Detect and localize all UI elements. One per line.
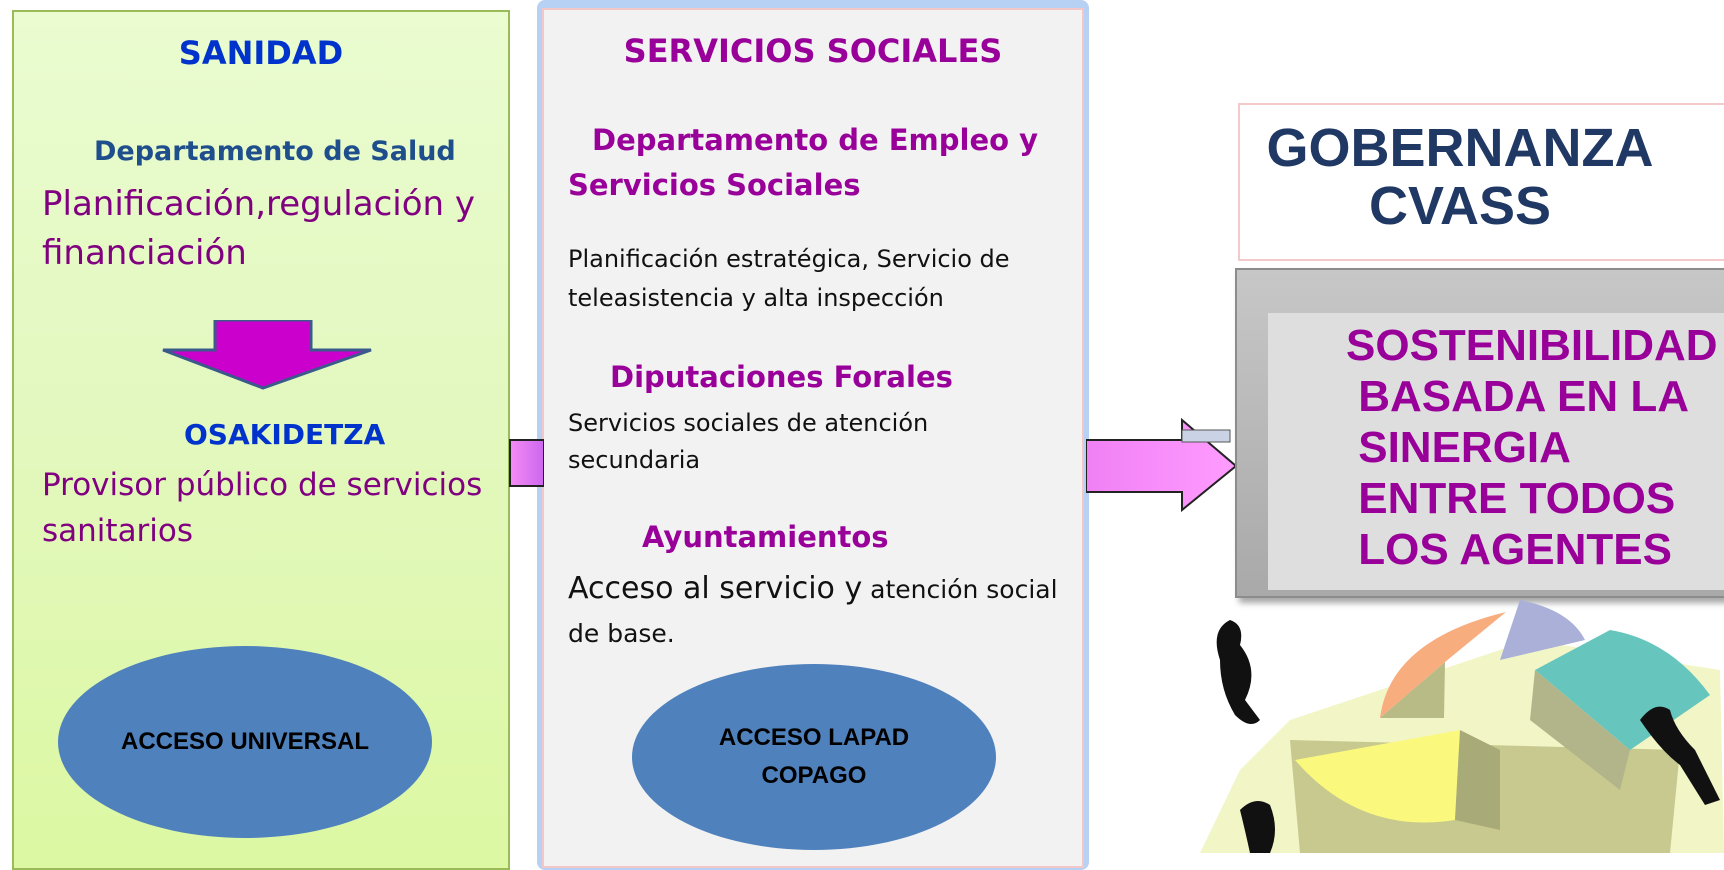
sanidad-panel: SANIDAD Departamento de Salud Planificac…: [12, 10, 510, 870]
acceso-universal-label: ACCESO UNIVERSAL: [120, 728, 370, 755]
acceso-lapad-label: ACCESO LAPAD: [718, 724, 910, 751]
diputaciones-description: Servicios sociales de atención secundari…: [568, 409, 929, 474]
acceso-lapad-ellipse: ACCESO LAPAD COPAGO: [632, 664, 996, 850]
pie-chart-people-clipart: [1200, 600, 1724, 853]
osakidetza-description: Provisor público de servicios sanitarios: [42, 467, 483, 549]
diputaciones-title: Diputaciones Forales: [610, 360, 953, 394]
ayuntamientos-title: Ayuntamientos: [642, 520, 889, 554]
ss-department-role: Planificación estratégica, Servicio de t…: [568, 245, 1010, 312]
left-connector-arrow-icon: [509, 439, 544, 487]
sanidad-department-role: Planificación,regulación y financiación: [42, 184, 476, 273]
sostenibilidad-panel: [1268, 313, 1724, 590]
gobernanza-title: GOBERNANZA CVASS: [1240, 119, 1680, 235]
servicios-sociales-panel: SERVICIOS SOCIALES Departamento de Emple…: [542, 8, 1084, 868]
ayuntamientos-desc-large: Acceso al servicio y: [568, 571, 863, 606]
osakidetza-title: OSAKIDETZA: [184, 418, 386, 451]
acceso-universal-ellipse: ACCESO UNIVERSAL: [58, 646, 432, 838]
down-arrow-icon: [162, 320, 372, 390]
ayuntamientos-description: Acceso al servicio y atención social de …: [568, 568, 1080, 657]
gobernanza-line1: GOBERNANZA: [1266, 118, 1654, 178]
sanidad-department: Departamento de Salud: [94, 136, 456, 167]
ss-department: Departamento de Empleo y Servicios Socia…: [568, 123, 1039, 202]
gobernanza-box: GOBERNANZA CVASS: [1238, 103, 1724, 261]
sanidad-title: SANIDAD: [178, 34, 344, 72]
ayuntamientos-desc-small: atención social de base.: [568, 575, 1058, 648]
right-arrow-icon: [1086, 418, 1238, 513]
gobernanza-line2: CVASS: [1368, 176, 1552, 236]
servicios-sociales-title: SERVICIOS SOCIALES: [623, 32, 1003, 70]
copago-label: COPAGO: [761, 762, 867, 789]
sostenibilidad-text: SOSTENIBILIDAD BASADA EN LA SINERGIA ENT…: [1346, 321, 1718, 574]
